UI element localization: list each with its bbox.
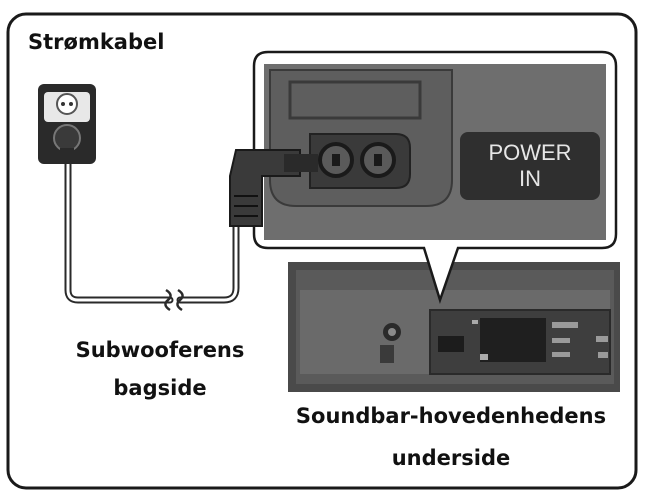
soundbar-label-line2: underside [391, 446, 511, 470]
cable-title: Strømkabel [28, 30, 165, 54]
power-in-label-line2: IN [519, 166, 541, 191]
power-plug-icon [229, 149, 318, 227]
subwoofer-label-line1: Subwooferens [75, 338, 245, 362]
wall-outlet-icon [38, 84, 96, 164]
power-cable [64, 156, 240, 304]
zoom-callout [252, 50, 618, 305]
soundbar-label-line1: Soundbar-hovedenhedens [295, 404, 607, 428]
power-in-label-line1: POWER [488, 140, 572, 165]
soundbar-underside [288, 262, 620, 392]
cable-break-icon [164, 288, 184, 312]
subwoofer-label-line2: bagside [113, 376, 207, 400]
power-in-box [460, 132, 600, 200]
